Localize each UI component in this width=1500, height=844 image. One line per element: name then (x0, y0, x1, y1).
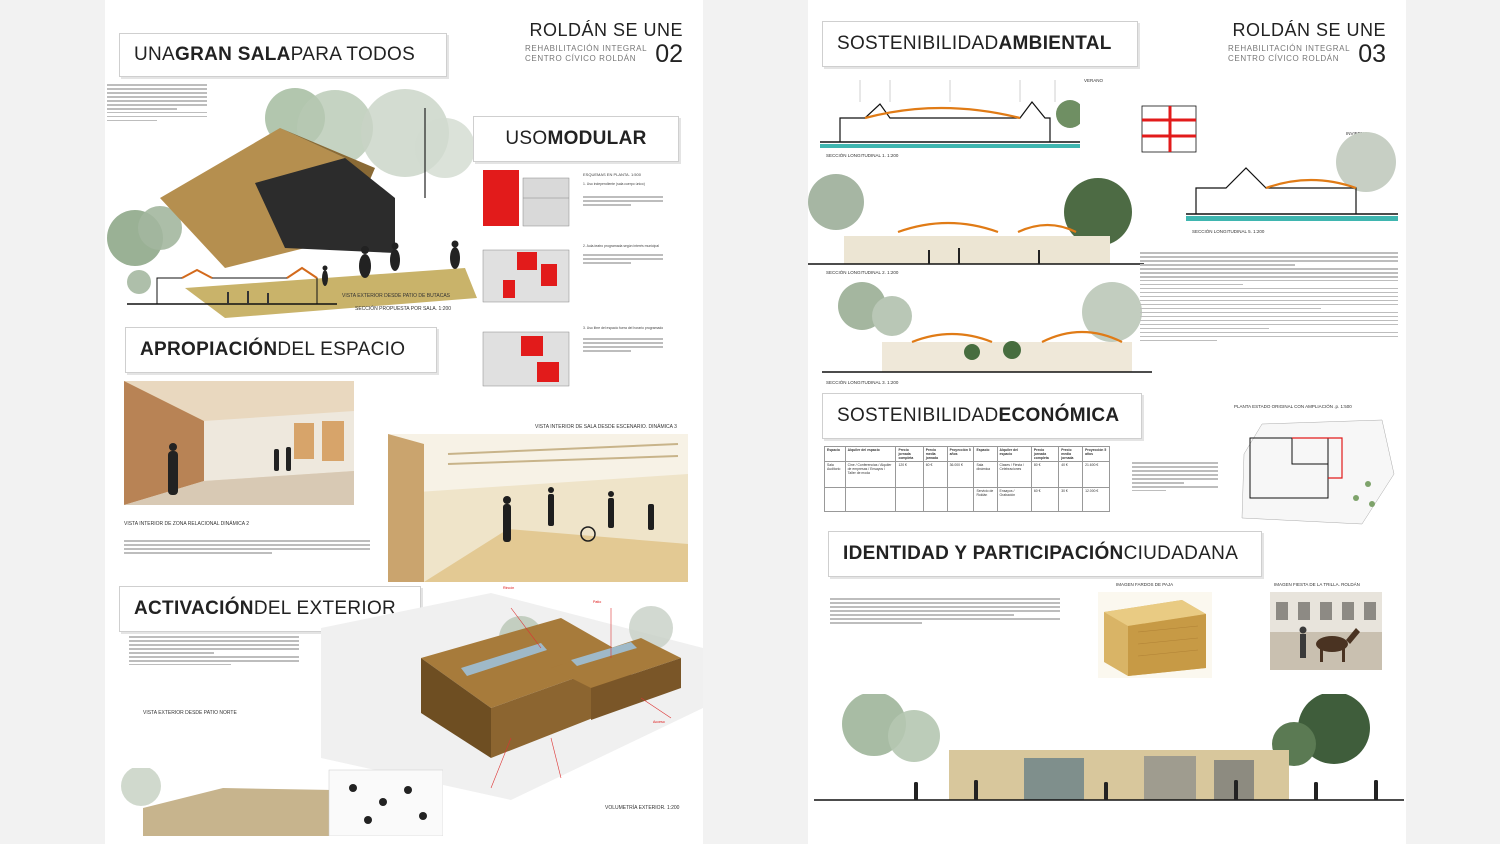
annotation-leaders (490, 607, 672, 789)
brand-subtitle: REHABILITACIÓN INTEGRAL CENTRO CÍVICO RO… (525, 44, 648, 63)
roof-volume-b (551, 638, 681, 688)
section-longitudinal-2 (808, 174, 1144, 265)
brand-block: ROLDÁN SE UNE REHABILITACIÓN INTEGRAL CE… (1226, 20, 1386, 67)
site-plan-original (1241, 419, 1395, 525)
section-drawing-sala (127, 266, 337, 305)
section-title-gran-sala: UNA GRAN SALA PARA TODOS (119, 33, 447, 77)
exterior-render-patio-butacas (107, 88, 477, 318)
caption-vista-relacional: VISTA INTERIOR DE ZONA RELACIONAL DINÁMI… (124, 521, 250, 527)
roof-volume-a (421, 618, 631, 708)
ambiental-text-block (1140, 252, 1398, 374)
plan-diagram-2 (482, 249, 570, 303)
rental-cost-table: Espacio Alquiler del espacio Precio jorn… (824, 446, 1110, 512)
brand-number: 02 (655, 40, 683, 68)
plan-diagram-3 (482, 331, 570, 387)
building-shadow-void (255, 158, 395, 253)
caption-seccion-3: SECCIÓN LONGITUDINAL 3. 1:200 (826, 380, 899, 385)
caption-vista-escenario: VISTA INTERIOR DE SALA DESDE ESCENARIO. … (535, 424, 677, 430)
panel-left: ROLDÁN SE UNE REHABILITACIÓN INTEGRAL CE… (105, 0, 703, 844)
section-longitudinal-3 (822, 282, 1152, 373)
axonometric-volumetry (321, 593, 703, 800)
section-title-apropiacion: APROPIACIÓN DEL ESPACIO (125, 327, 437, 373)
people-silhouettes (168, 443, 291, 495)
brand-subtitle: REHABILITACIÓN INTEGRAL CENTRO CÍVICO RO… (1228, 44, 1351, 63)
elevation-render-civic-center (814, 694, 1404, 801)
caption-seccion-1: SECCIÓN LONGITUDINAL 1. 1:200 (826, 153, 899, 158)
caption-vista-butacas: VISTA EXTERIOR DESDE PATIO DE BUTACAS (342, 293, 450, 299)
construction-detail-red (1141, 105, 1197, 153)
modular-note-2: 2. Aula-teatro programada según interés … (583, 244, 659, 248)
table-row: Sala Auditorio Cine / Conferencias / Alq… (824, 461, 1110, 488)
caption-seccion-sala: SECCIÓN PROPUESTA POR SALA. 1:200 (355, 306, 452, 312)
caption-seccion-2: SECCIÓN LONGITUDINAL 2. 1:200 (826, 270, 899, 275)
interior-render-sala-escenario (388, 434, 688, 582)
caption-seccion-5: SECCIÓN LONGITUDINAL 5. 1:200 (1192, 229, 1265, 234)
brand-number: 03 (1358, 40, 1386, 68)
table-header-row: Espacio Alquiler del espacio Precio jorn… (824, 446, 1110, 462)
people-silhouettes (322, 240, 460, 286)
photo-hay-bale (1098, 592, 1212, 678)
identidad-text-block (830, 598, 1060, 640)
intro-text-block (107, 84, 207, 126)
brand-title: ROLDÁN SE UNE (1232, 20, 1386, 40)
ground-plane (185, 268, 477, 318)
section-longitudinal-5 (1186, 132, 1398, 221)
brand-title: ROLDÁN SE UNE (529, 20, 683, 40)
photo-fiesta-trilla (1270, 592, 1382, 670)
people-silhouettes (914, 780, 1378, 800)
label-verano: VERANO (1084, 78, 1104, 83)
caption-planta: PLANTA ESTADO ORIGINAL CON AMPLIACIÓN .p… (1234, 404, 1352, 409)
modular-plan-diagrams (482, 170, 570, 387)
people-silhouettes (503, 487, 654, 542)
caption-volumetria: VOLUMETRÍA EXTERIOR. 1:200 (605, 805, 680, 811)
plan-diagram-1 (483, 170, 570, 227)
section-longitudinal-1 (820, 80, 1080, 148)
panel-right: ROLDÁN SE UNE REHABILITACIÓN INTEGRAL CE… (808, 0, 1406, 844)
modular-note-3: 3. Uso libre del espacio fuera del horar… (583, 326, 664, 330)
exterior-render-patio-norte (121, 768, 443, 836)
caption-vista-norte: VISTA EXTERIOR DESDE PATIO NORTE (143, 710, 237, 716)
table-row: Servicio de Roldán Ensayos / Grabación 6… (824, 487, 1110, 512)
caption-fardos: IMAGEN FARDOS DE PAJA (1116, 582, 1174, 587)
brand-block: ROLDÁN SE UNE REHABILITACIÓN INTEGRAL CE… (523, 20, 683, 67)
section-title-ambiental: SOSTENIBILIDAD AMBIENTAL (822, 21, 1138, 67)
section-title-uso-modular: USO MODULAR (473, 116, 679, 162)
caption-trilla: IMAGEN FIESTA DE LA TRILLA. ROLDÁN (1274, 582, 1360, 587)
interior-render-zona-relacional (124, 381, 354, 505)
modular-note-1: 1. Uso independiente (sala cuerpo único) (583, 182, 645, 186)
section-title-economica: SOSTENIBILIDAD ECONÓMICA (822, 393, 1142, 439)
section-title-identidad: IDENTIDAD Y PARTICIPACIÓN CIUDADANA (828, 531, 1262, 577)
caption-esquemas: ESQUEMAS EN PLANTA. 1:500 (583, 172, 641, 177)
horse-silhouette (1316, 636, 1348, 652)
